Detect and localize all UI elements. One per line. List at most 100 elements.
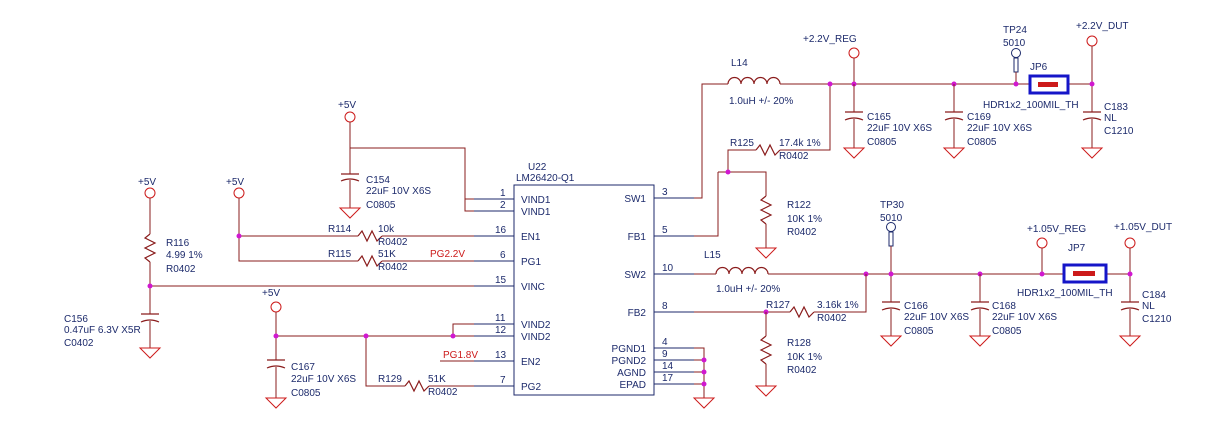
resistor-symbol xyxy=(357,254,383,268)
pin-num: 6 xyxy=(500,250,506,261)
ground-symbol xyxy=(138,347,162,359)
ground-symbol xyxy=(968,335,992,347)
power-symbol xyxy=(1086,35,1098,47)
test-point-symbol xyxy=(886,222,896,232)
c168-ref: C168 xyxy=(992,301,1016,312)
capacitor-symbol xyxy=(970,301,990,311)
pin-name: VIND2 xyxy=(521,320,551,331)
resistor-symbol xyxy=(404,379,430,393)
power-label: +2.2V_DUT xyxy=(1076,21,1129,32)
jp7-value: HDR1x2_100MIL_TH xyxy=(1017,288,1113,299)
pin-name: FB1 xyxy=(628,232,647,243)
c169-ref: C169 xyxy=(967,112,991,123)
resistor-symbol xyxy=(755,143,781,157)
junction xyxy=(1127,271,1133,277)
pin-name: PG1 xyxy=(521,257,541,268)
junction xyxy=(273,333,279,339)
c169-pkg: C0805 xyxy=(967,137,997,148)
pin-num: 13 xyxy=(495,350,507,361)
r129-ref: R129 xyxy=(378,374,402,385)
ground-symbol xyxy=(942,147,966,159)
ground-symbol xyxy=(754,385,778,397)
inductor-symbol xyxy=(715,266,769,275)
junction xyxy=(888,271,894,277)
r128-pkg: R0402 xyxy=(787,365,817,376)
ground-symbol xyxy=(879,335,903,347)
pin-name: VINC xyxy=(521,282,545,293)
pin-name: SW2 xyxy=(624,270,646,281)
wire xyxy=(814,274,867,313)
r127-ref: R127 xyxy=(766,300,790,311)
l15-value: 1.0uH +/- 20% xyxy=(716,284,780,295)
junction xyxy=(1013,81,1019,87)
c154-pkg: C0805 xyxy=(366,200,396,211)
c183-pkg: C1210 xyxy=(1104,126,1134,137)
c156-pkg: C0402 xyxy=(64,338,94,349)
r115-ref: R115 xyxy=(328,249,352,260)
r128-value: 10K 1% xyxy=(787,352,822,363)
pin-num: 3 xyxy=(662,187,668,198)
pin-name: EN2 xyxy=(521,357,541,368)
c167-value: 22uF 10V X6S xyxy=(291,374,356,385)
tp30-value: 5010 xyxy=(880,213,903,224)
c183-ref: C183 xyxy=(1104,102,1128,113)
power-label: +1.05V_DUT xyxy=(1114,222,1172,233)
ic-right-pin-stubs xyxy=(654,197,694,385)
pin-num: 10 xyxy=(662,263,674,274)
pin-name: SW1 xyxy=(624,194,646,205)
test-point-body xyxy=(1013,57,1019,73)
pin-num: 2 xyxy=(500,200,506,211)
junction xyxy=(450,333,456,339)
c167-r129-group: +5V C167 22uF 10V X6S C0805 R129 51K R04… xyxy=(262,288,478,409)
wire xyxy=(382,235,474,262)
jp6-ref: JP6 xyxy=(1030,62,1048,73)
wire xyxy=(718,171,767,196)
pin-num: 11 xyxy=(495,313,506,324)
junction xyxy=(236,233,242,239)
pin-name: PG2 xyxy=(521,382,541,393)
r116-ref: R116 xyxy=(166,238,190,249)
r125-pkg: R0402 xyxy=(779,151,809,162)
c154-group: +5V C154 22uF 10V X6S C0805 xyxy=(338,100,474,219)
pin-num: 8 xyxy=(662,301,668,312)
c184-value: NL xyxy=(1142,301,1155,312)
resistor-symbol xyxy=(143,233,157,263)
pin-num: 17 xyxy=(662,373,674,384)
jp7-ref: JP7 xyxy=(1068,243,1086,254)
r129-pkg: R0402 xyxy=(428,387,458,398)
inductor-symbol xyxy=(727,76,781,85)
pin-name: PGND1 xyxy=(612,344,647,355)
tp24-ref: TP24 xyxy=(1003,25,1027,36)
wire xyxy=(694,83,728,199)
power-symbol xyxy=(144,187,156,199)
resistor-symbol xyxy=(759,335,773,365)
net-label-pg22: PG2.2V xyxy=(430,249,465,260)
r122-ref: R122 xyxy=(787,200,811,211)
capacitor-symbol xyxy=(140,313,160,323)
power-label: +5V xyxy=(262,288,280,299)
power-symbol xyxy=(270,301,282,313)
junction xyxy=(701,369,707,375)
wire xyxy=(780,84,831,151)
wire xyxy=(694,149,756,237)
tp30-ref: TP30 xyxy=(880,200,904,211)
wire xyxy=(694,347,705,398)
pin-num: 15 xyxy=(495,275,507,286)
jumper-shunt xyxy=(1073,271,1095,276)
c184-pkg: C1210 xyxy=(1142,314,1172,325)
wire xyxy=(429,360,474,387)
c168-value: 22uF 10V X6S xyxy=(992,312,1057,323)
capacitor-symbol xyxy=(944,111,964,121)
fb2-divider-group: R127 3.16k 1% R0402 R128 10K 1% R0402 xyxy=(694,274,867,397)
ground-symbol xyxy=(338,207,362,219)
wire xyxy=(149,262,474,314)
pin-name: PGND2 xyxy=(612,356,647,367)
rail-1v05-group: L15 1.0uH +/- 20% TP30 5010 C166 22uF 10… xyxy=(694,200,1172,347)
power-symbol xyxy=(344,111,356,123)
c166-value: 22uF 10V X6S xyxy=(904,312,969,323)
r116-pkg: R0402 xyxy=(166,264,196,275)
capacitor-symbol xyxy=(266,359,286,369)
c156-value: 0.47uF 6.3V X5R xyxy=(64,325,141,336)
junction xyxy=(363,333,369,339)
